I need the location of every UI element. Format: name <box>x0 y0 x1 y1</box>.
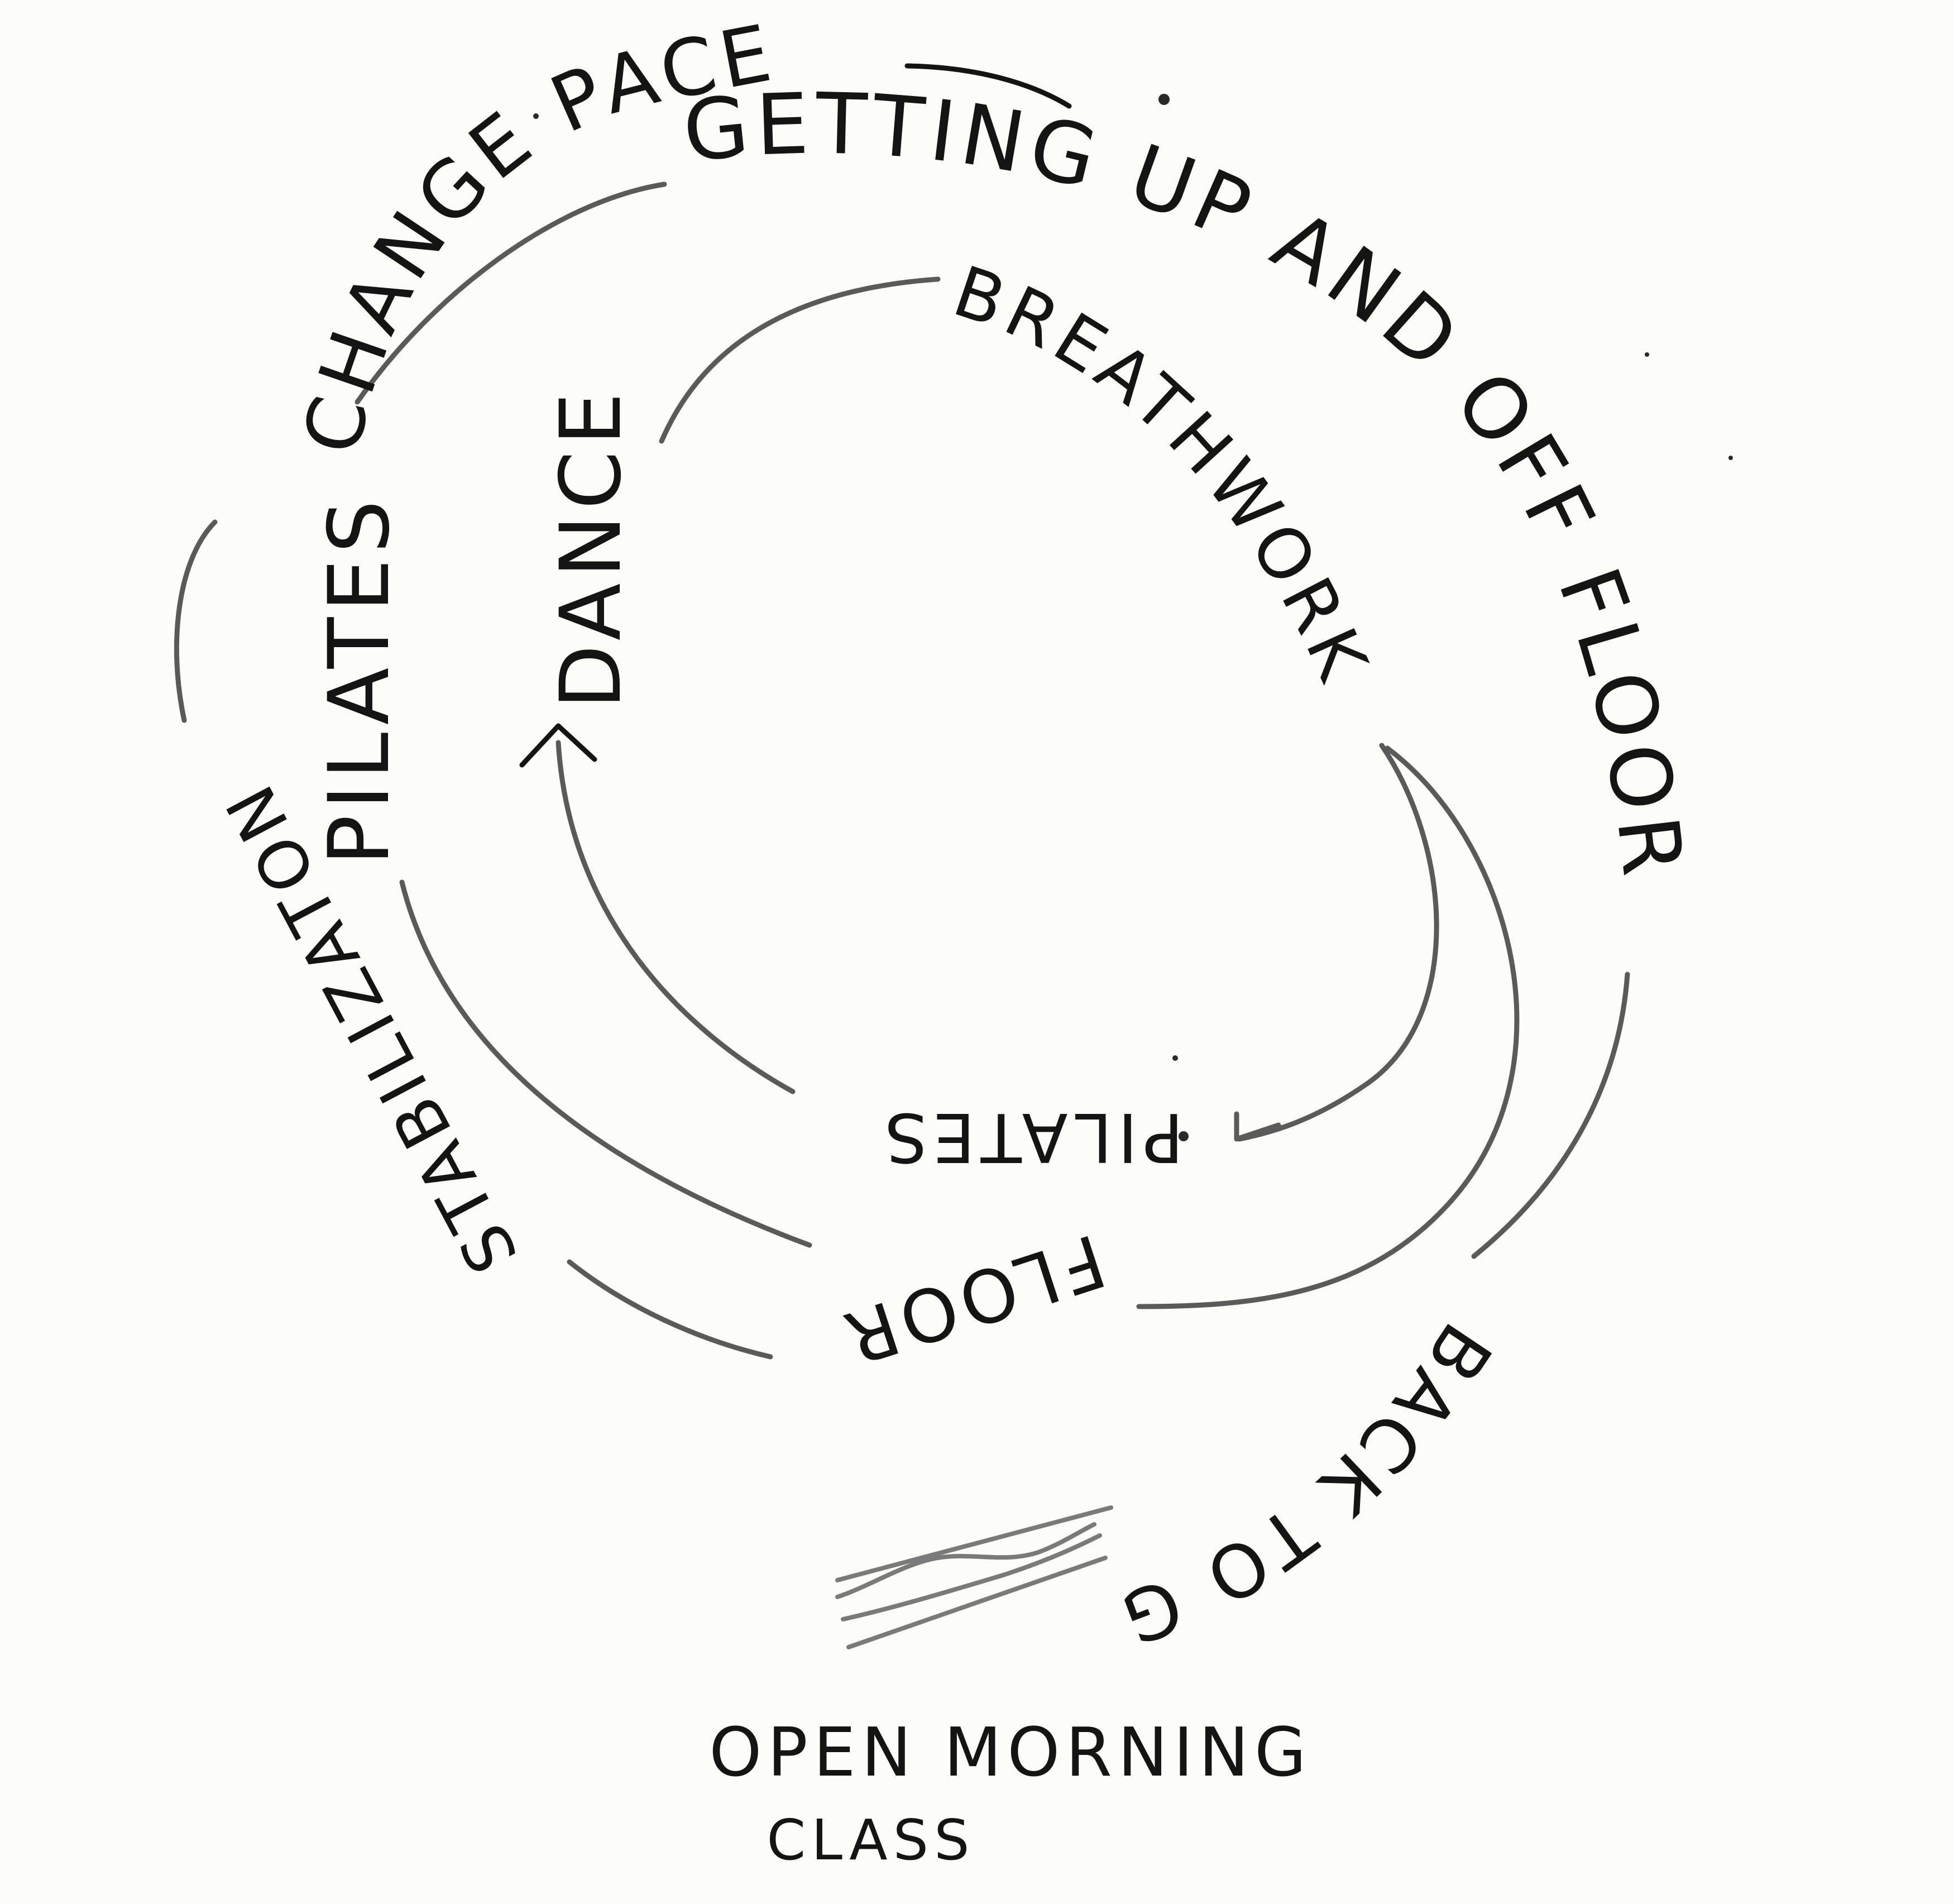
arrow-to-dance-head <box>519 723 597 768</box>
label-pilates-bottom: PILATES <box>879 1098 1184 1175</box>
label-floor: FLOOR <box>830 1218 1115 1382</box>
caption-line2: CLASS <box>767 1807 975 1873</box>
inner-loop-strokes <box>519 276 1439 1142</box>
label-breathwork: BREATHWORK <box>944 251 1385 697</box>
outer-spiral-strokes <box>174 63 1630 1360</box>
crossed-out-scribble <box>835 1505 1113 1649</box>
label-pilates-top: PILATES <box>311 495 408 865</box>
arrow-to-pilates-head <box>1234 1111 1281 1142</box>
label-dance: DANCE <box>543 387 640 709</box>
caption-line1: OPEN MORNING <box>709 1714 1312 1792</box>
paper-specks <box>533 94 1733 1141</box>
middle-loop-strokes <box>399 745 1520 1309</box>
